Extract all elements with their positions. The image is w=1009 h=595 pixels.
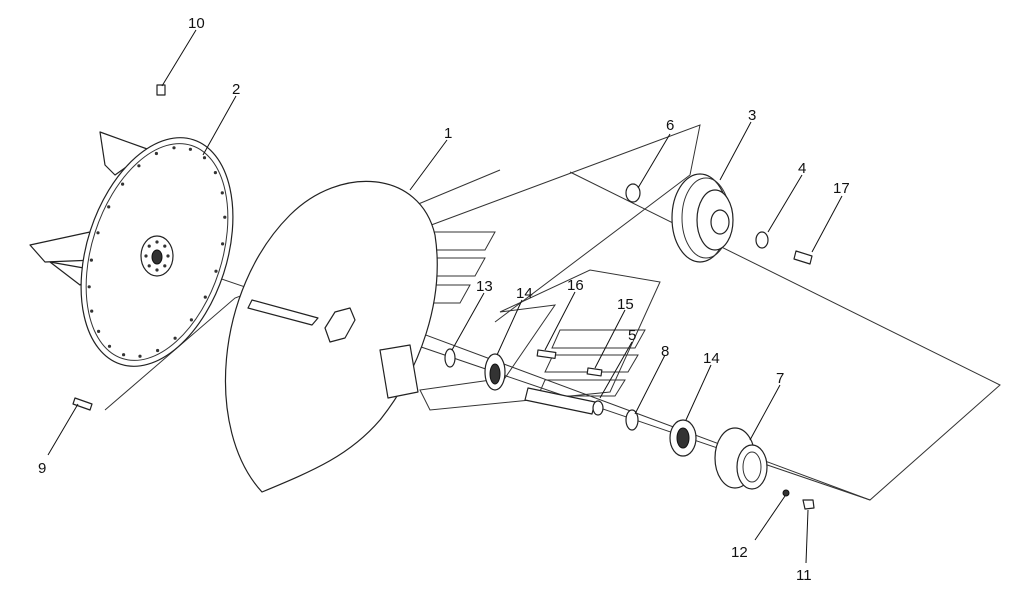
callout-1: 1 — [444, 125, 452, 142]
bolt-hole — [138, 354, 142, 358]
callout-5: 5 — [628, 327, 636, 344]
callout-7: 7 — [776, 370, 784, 387]
callout-15: 15 — [617, 296, 634, 313]
bolt-hole — [107, 344, 112, 348]
bolt-hole — [87, 285, 91, 289]
bolt-hole — [121, 182, 125, 186]
callout-11: 11 — [796, 567, 812, 584]
flange-part-7 — [714, 427, 815, 510]
bolt-hole — [173, 336, 177, 340]
callout-2: 2 — [232, 81, 240, 98]
bolt-hole — [107, 205, 111, 209]
bolt-hole — [220, 191, 224, 195]
housing-plate-part-1 — [224, 180, 438, 493]
callout-12: 12 — [731, 544, 748, 561]
callout-13: 13 — [476, 278, 493, 295]
bolt-hole — [155, 240, 159, 244]
pulley-part-3 — [625, 173, 813, 265]
bolt-hole — [122, 353, 126, 357]
callout-8: 8 — [661, 343, 669, 360]
callout-10: 10 — [188, 15, 205, 32]
bolt-hole — [147, 244, 151, 248]
bolt-hole — [163, 264, 167, 268]
bolt-hole — [154, 151, 158, 156]
callout-3: 3 — [748, 107, 756, 124]
bolt-hole — [166, 254, 170, 258]
leader-lines — [47, 29, 843, 564]
bolt-hole — [147, 264, 151, 268]
bolt-hole — [144, 254, 148, 258]
callout-4: 4 — [798, 160, 806, 177]
callout-6: 6 — [666, 117, 674, 134]
rotor-bolt-holes — [87, 146, 227, 358]
bolt-hole — [214, 269, 218, 273]
hub-bolt-holes — [144, 240, 170, 272]
bolt-hole — [137, 164, 141, 168]
bolt-hole — [156, 348, 160, 353]
callout-labels: 10 2 1 3 6 4 17 13 14 16 15 5 8 14 7 9 1… — [38, 15, 850, 584]
shaft-assembly — [379, 344, 697, 457]
callout-17: 17 — [833, 180, 850, 197]
bolt-hole — [189, 318, 193, 322]
bolt-hole — [203, 295, 207, 299]
bolt-hole — [97, 329, 101, 333]
bolt-hole — [90, 309, 94, 313]
bolt-hole — [213, 171, 217, 175]
callout-16: 16 — [567, 277, 584, 294]
callout-14-lower: 14 — [703, 350, 720, 367]
bolt-hole — [221, 242, 225, 246]
callout-9: 9 — [38, 460, 46, 477]
bolt-hole — [223, 215, 227, 219]
bolt-hole — [172, 146, 176, 150]
bolt-hole — [188, 147, 192, 151]
bolt-hole — [96, 231, 100, 235]
bolt-hole — [155, 268, 159, 272]
rotor-disc-part-2 — [29, 131, 234, 367]
bolt-hole — [89, 258, 93, 262]
bolt-hole — [202, 156, 207, 160]
callout-14-upper: 14 — [516, 285, 533, 302]
bolt-hole — [163, 244, 167, 248]
